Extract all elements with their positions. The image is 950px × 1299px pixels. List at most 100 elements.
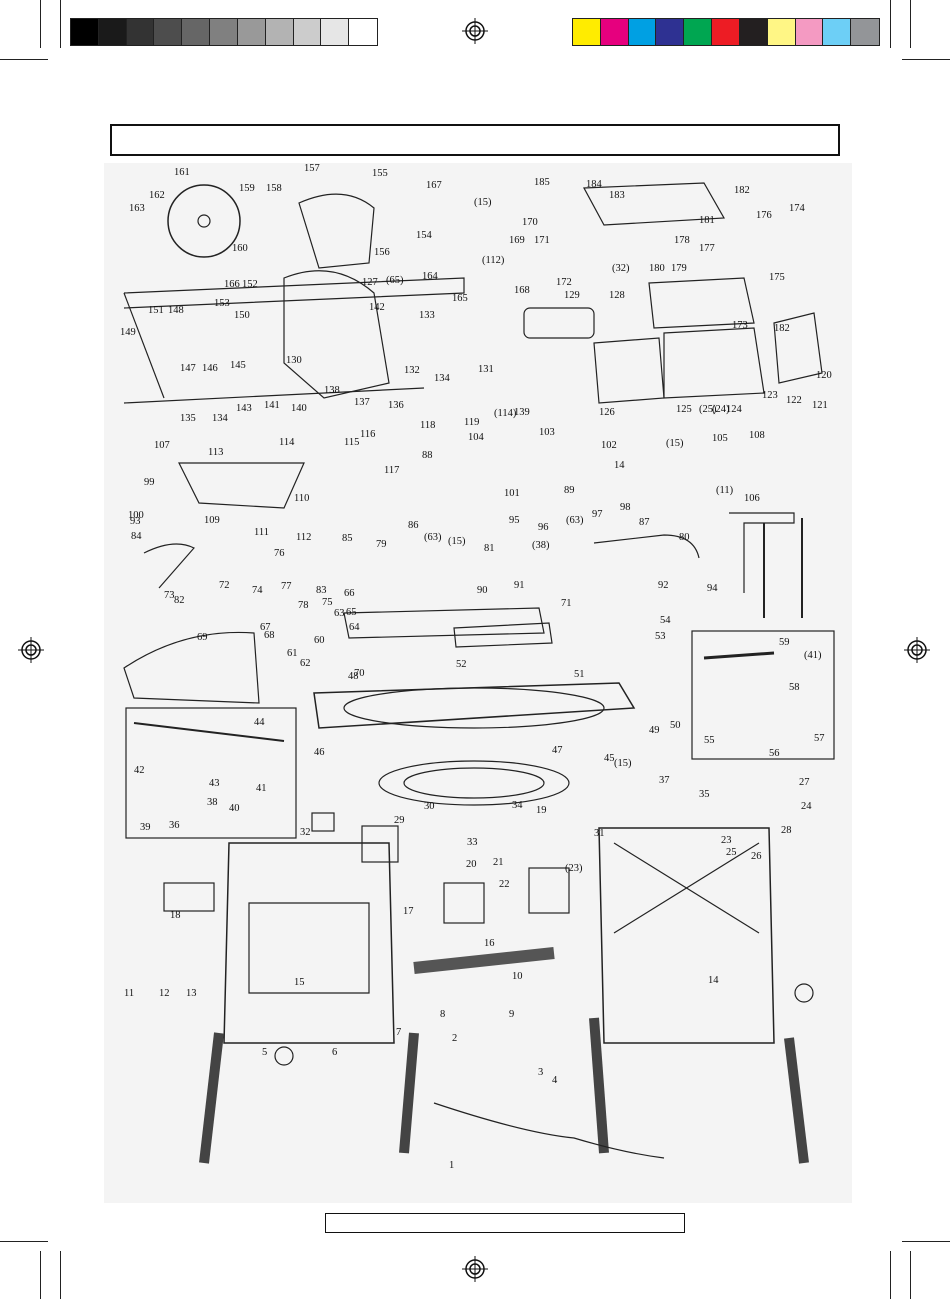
part-number-label: (114): [494, 408, 517, 419]
part-number-label: 66: [344, 588, 355, 599]
part-number-label: 145: [230, 360, 246, 371]
part-number-label: 64: [349, 622, 360, 633]
part-number-label: (38): [532, 540, 550, 551]
part-number-label: 158: [266, 183, 282, 194]
part-number-label: 83: [316, 585, 327, 596]
part-number-label: 14: [708, 975, 719, 986]
part-number-label: 161: [174, 167, 190, 178]
part-number-label: 183: [609, 190, 625, 201]
part-number-label: 135: [180, 413, 196, 424]
part-number-label: 72: [219, 580, 230, 591]
part-number-label: 70: [354, 668, 365, 679]
part-number-label: 109: [204, 515, 220, 526]
part-number-label: 73: [164, 590, 175, 601]
part-number-label: 99: [144, 477, 155, 488]
part-number-label: 155: [372, 168, 388, 179]
part-number-label: 32: [300, 827, 311, 838]
part-number-label: 23: [721, 835, 732, 846]
part-number-label: 90: [477, 585, 488, 596]
part-number-label: 1: [449, 1160, 454, 1171]
calibration-swatch: [851, 19, 879, 45]
part-number-label: 131: [478, 364, 494, 375]
part-number-label: 153: [214, 298, 230, 309]
part-number-label: 118: [420, 420, 435, 431]
part-number-label: 146: [202, 363, 218, 374]
part-number-label: 105: [712, 433, 728, 444]
part-number-label: 136: [388, 400, 404, 411]
part-number-label: 16: [484, 938, 495, 949]
part-number-label: 26: [751, 851, 762, 862]
part-number-label: 21: [493, 857, 504, 868]
part-number-label: 97: [592, 509, 603, 520]
part-number-label: 168: [514, 285, 530, 296]
calibration-swatch: [767, 19, 796, 45]
part-number-label: 169: [509, 235, 525, 246]
calibration-swatch: [154, 19, 183, 45]
part-number-label: 36: [169, 820, 180, 831]
part-number-label: 162: [149, 190, 165, 201]
part-number-label: 59: [779, 637, 790, 648]
part-number-label: 119: [464, 417, 479, 428]
part-number-label: 178: [674, 235, 690, 246]
part-number-label: 89: [564, 485, 575, 496]
part-number-label: 86: [408, 520, 419, 531]
part-number-label: 92: [658, 580, 669, 591]
registration-mark-icon: [462, 1256, 488, 1282]
part-number-label: 182: [734, 185, 750, 196]
part-number-label: (63): [566, 515, 584, 526]
part-number-label: 150: [234, 310, 250, 321]
part-number-label: 40: [229, 803, 240, 814]
part-number-label: 141: [264, 400, 280, 411]
part-number-label: 103: [539, 427, 555, 438]
part-number-label: 167: [426, 180, 442, 191]
part-number-label: 143: [236, 403, 252, 414]
part-number-label: 82: [174, 595, 185, 606]
part-number-label: 61: [287, 648, 298, 659]
part-number-label: 67: [260, 622, 271, 633]
part-number-label: 71: [561, 598, 572, 609]
part-number-label: 17: [403, 906, 414, 917]
part-number-label: 157: [304, 163, 320, 174]
part-number-label: 122: [786, 395, 802, 406]
part-number-label: 133: [419, 310, 435, 321]
crop-mark-top-left-h: [0, 59, 48, 60]
part-number-label: (25): [699, 404, 717, 415]
part-number-label: 31: [594, 828, 605, 839]
part-number-label: 126: [599, 407, 615, 418]
part-number-label: 28: [781, 825, 792, 836]
calibration-swatch: [182, 19, 211, 45]
part-number-label: 47: [552, 745, 563, 756]
part-number-label: 8: [440, 1009, 445, 1020]
part-number-label: 124: [726, 404, 743, 415]
part-number-label: (15): [614, 758, 632, 769]
calibration-swatch: [98, 19, 127, 45]
part-number-label: 179: [671, 263, 687, 274]
part-number-label: 19: [536, 805, 547, 816]
part-number-label: 57: [814, 733, 825, 744]
part-number-label: 173: [732, 320, 748, 331]
registration-mark-icon: [18, 637, 44, 663]
part-number-label: 84: [131, 531, 142, 542]
part-number-label: 166: [224, 279, 240, 290]
part-number-label: 54: [660, 615, 671, 626]
part-number-label: 22: [499, 879, 510, 890]
calibration-swatch: [349, 19, 377, 45]
part-number-label: 77: [281, 581, 292, 592]
part-number-label: (11): [716, 485, 734, 496]
part-number-label: (23): [565, 863, 583, 874]
calibration-swatch: [573, 19, 601, 45]
part-number-label: 148: [168, 305, 184, 316]
part-number-label: 142: [369, 302, 385, 313]
part-number-label: 139: [514, 407, 530, 418]
part-number-label: 177: [699, 243, 715, 254]
part-number-label: 13: [186, 988, 197, 999]
part-number-label: 165: [452, 293, 468, 304]
part-number-label: 163: [129, 203, 145, 214]
footer-page-box: [325, 1213, 685, 1233]
part-number-label: 11: [124, 988, 134, 999]
part-number-label: 160: [232, 243, 248, 254]
calibration-swatch: [210, 19, 238, 45]
part-number-label: 55: [704, 735, 715, 746]
